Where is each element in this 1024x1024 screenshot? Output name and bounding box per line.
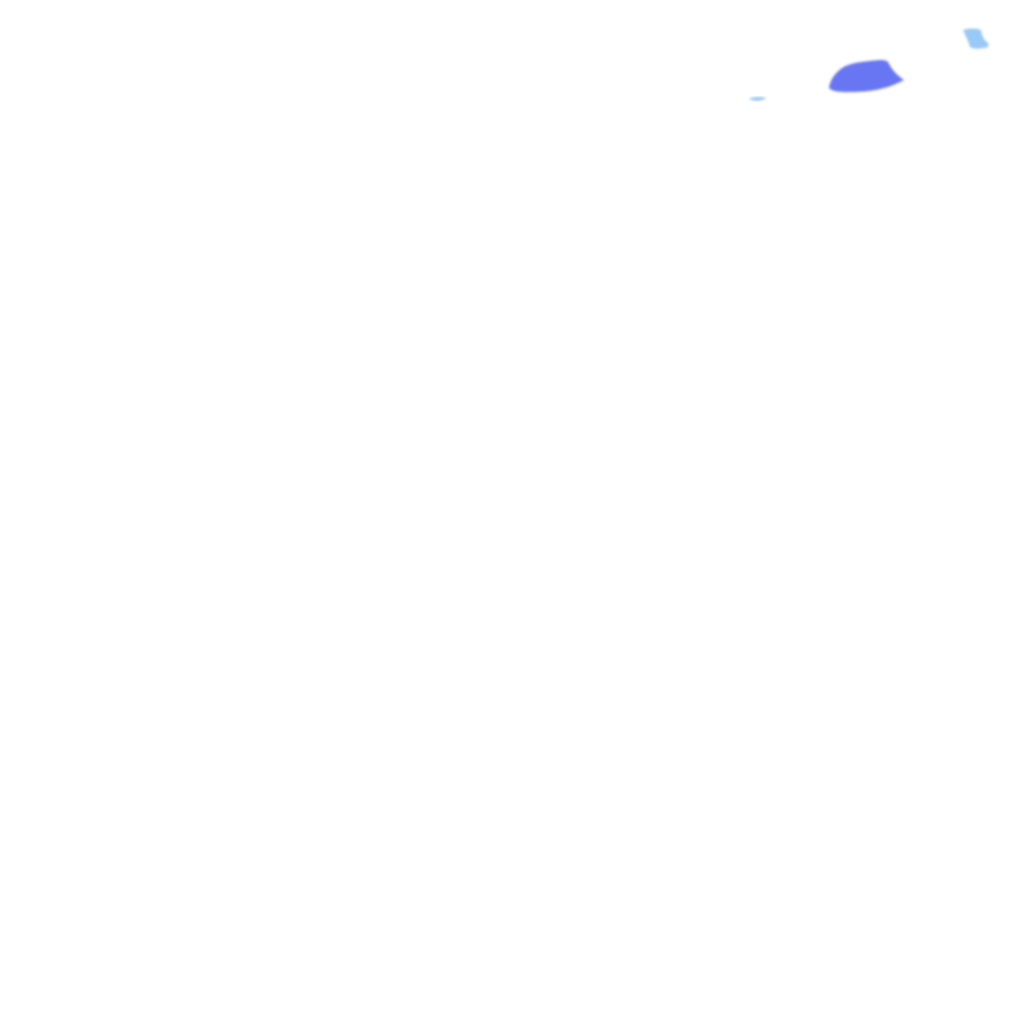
- corner-light-cell: [963, 28, 989, 49]
- main-moderate-cell: [829, 60, 904, 92]
- small-light-cell: [749, 96, 766, 101]
